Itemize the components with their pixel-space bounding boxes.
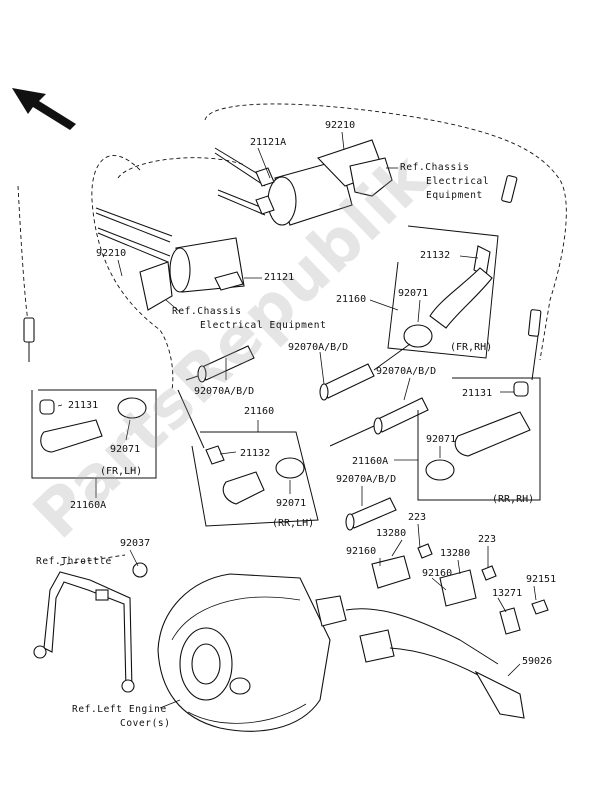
group-box-fr-lh <box>31 389 157 479</box>
harness-outline-mid <box>117 157 246 179</box>
label-rr-rh: (RR,RH) <box>492 494 535 505</box>
coil-bracket-upper <box>349 157 393 197</box>
label-21132-right: 21132 <box>420 250 451 261</box>
label-92071-rr: 92071 <box>426 434 457 445</box>
label-92210-left: 92210 <box>96 248 127 259</box>
harness-outline-upper <box>204 103 567 361</box>
ref-engine-line1: Ref.Left Engine <box>72 704 167 715</box>
plug-cap-fr-lh <box>39 397 147 453</box>
spark-plug-4 <box>345 497 397 531</box>
leader-lines <box>57 131 537 709</box>
label-13280-a: 13280 <box>376 528 407 539</box>
harness-outline-lead <box>17 185 31 331</box>
spark-plug-1 <box>185 345 255 383</box>
ref-chassis-mid-line2: Electrical Equipment <box>200 320 327 331</box>
spark-plug-2 <box>319 343 411 401</box>
ref-chassis-top-line1: Ref.Chassis <box>400 162 470 173</box>
left-engine-cover <box>157 573 331 732</box>
label-92071-left: 92071 <box>110 444 141 455</box>
high-tension-lead-left <box>23 317 35 362</box>
spark-plug-3 <box>329 397 429 447</box>
label-21160-top: 21160 <box>336 294 367 305</box>
ref-chassis-top-line2: Electrical <box>426 176 490 187</box>
label-92070-a: 92070A/B/D <box>288 342 349 353</box>
ignition-coil-lower <box>95 207 245 311</box>
label-21160A-left: 21160A <box>70 500 107 511</box>
label-92160-b: 92160 <box>422 568 453 579</box>
harness-outline-left <box>91 155 174 391</box>
label-59026: 59026 <box>522 656 553 667</box>
plug-cap-rr-rh <box>425 381 531 481</box>
plug-cap-rr-lh <box>177 389 305 505</box>
group-box-fr-rh <box>387 225 499 359</box>
ref-engine-line2: Cover(s) <box>120 718 171 729</box>
label-92071-right: 92071 <box>398 288 429 299</box>
label-92210-top: 92210 <box>325 120 356 131</box>
label-223-b: 223 <box>478 534 497 545</box>
label-21131-left: 21131 <box>68 400 99 411</box>
label-13280-b: 13280 <box>440 548 471 559</box>
high-tension-lead-right <box>501 175 542 381</box>
group-box-rr-lh <box>191 431 319 527</box>
label-21121A: 21121A <box>250 137 287 148</box>
ref-chassis-mid-line1: Ref.Chassis <box>172 306 242 317</box>
label-92037: 92037 <box>120 538 151 549</box>
label-92071-mid: 92071 <box>276 498 307 509</box>
label-fr-lh: (FR,LH) <box>100 466 143 477</box>
group-box-rr-rh <box>417 377 541 501</box>
label-21132-mid: 21132 <box>240 448 271 459</box>
label-92070-b: 92070A/B/D <box>194 386 255 397</box>
label-223-a: 223 <box>408 512 427 523</box>
front-direction-arrow-icon <box>12 88 76 130</box>
label-rr-lh: (RR,LH) <box>272 518 315 529</box>
label-21121: 21121 <box>264 272 295 283</box>
ref-throttle: Ref.Throttle <box>36 556 112 567</box>
throttle-cable-bracket <box>33 562 148 693</box>
label-92160-a: 92160 <box>346 546 377 557</box>
throttle-bracket-dashed <box>59 554 126 566</box>
label-21160-mid: 21160 <box>244 406 275 417</box>
label-21160A-right: 21160A <box>352 456 389 467</box>
label-fr-rh: (FR,RH) <box>450 342 493 353</box>
ref-chassis-top-line3: Equipment <box>426 190 483 201</box>
plug-cap-fr-rh <box>403 245 493 348</box>
label-21131-right: 21131 <box>462 388 493 399</box>
label-13271: 13271 <box>492 588 523 599</box>
label-92070-c: 92070A/B/D <box>376 366 437 377</box>
label-92070-d: 92070A/B/D <box>336 474 397 485</box>
label-92151: 92151 <box>526 574 557 585</box>
